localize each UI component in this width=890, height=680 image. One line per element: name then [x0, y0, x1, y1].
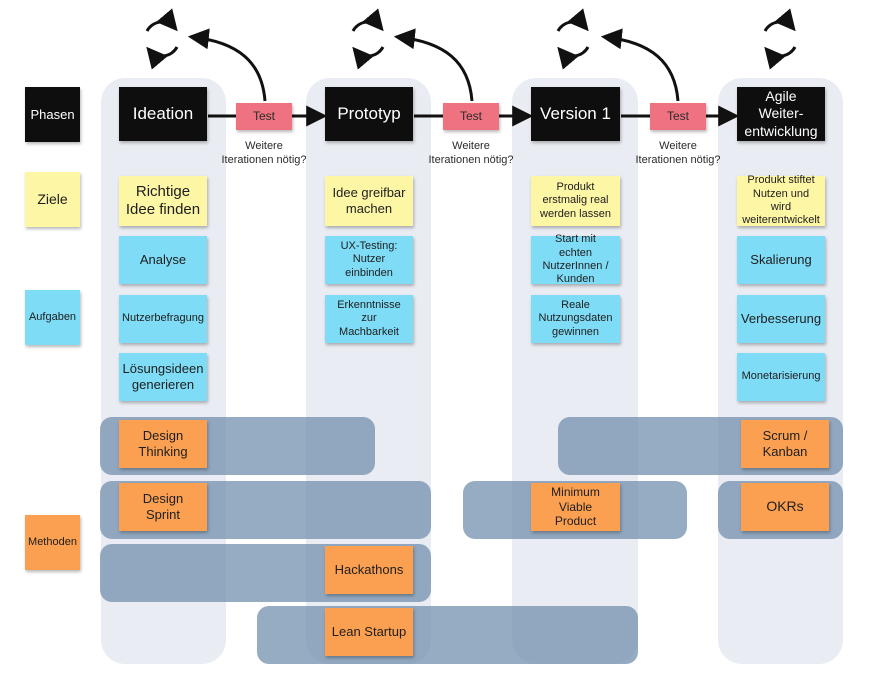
method-hackathons: Hackathons: [325, 546, 413, 594]
method-lean-startup: Lean Startup: [325, 608, 413, 656]
test-marker-3: Test: [650, 103, 706, 130]
task-start-nutzer: Start mit echten NutzerInnen / Kunden: [531, 233, 620, 285]
cycle-icon: [147, 22, 177, 56]
row-label-ziele: Ziele: [25, 172, 80, 227]
task-erkenntnisse: Erkenntnisse zur Machbarkeit: [325, 295, 413, 343]
test-marker-2: Test: [443, 103, 499, 130]
goal-agile: Produkt stiftet Nutzen und wird weiteren…: [737, 174, 825, 226]
task-skalierung: Skalierung: [737, 236, 825, 284]
row-label-aufgaben: Aufgaben: [25, 290, 80, 345]
method-design-sprint: Design Sprint: [119, 483, 207, 531]
task-loesungsideen: Lösungsideen generieren: [119, 353, 207, 401]
test-marker-1: Test: [236, 103, 292, 130]
phase-agile: Agile Weiter-entwicklung: [737, 87, 825, 141]
curved-arrow-icon: [187, 28, 267, 102]
iteration-question-1: Weitere Iterationen nötig?: [221, 140, 307, 167]
phase-version-1: Version 1: [531, 87, 620, 141]
task-monetarisierung: Monetarisierung: [737, 353, 825, 401]
method-scrum-kanban: Scrum / Kanban: [741, 420, 829, 468]
task-nutzungsdaten: Reale Nutzungsdaten gewinnen: [531, 295, 620, 343]
cycle-icon: [353, 22, 383, 56]
iteration-question-3: Weitere Iterationen nötig?: [635, 140, 721, 167]
phase-prototyp: Prototyp: [325, 87, 413, 141]
method-design-thinking: Design Thinking: [119, 420, 207, 468]
curved-arrow-icon: [600, 28, 680, 102]
method-mvp: Minimum Viable Product: [531, 483, 620, 531]
task-ux-testing: UX-Testing: Nutzer einbinden: [325, 236, 413, 284]
cycle-icon: [765, 22, 795, 56]
method-okrs: OKRs: [741, 483, 829, 531]
curved-arrow-icon: [393, 28, 474, 102]
phase-ideation: Ideation: [119, 87, 207, 141]
goal-prototyp: Idee greifbar machen: [325, 176, 413, 226]
task-analyse: Analyse: [119, 236, 207, 284]
column-version-1: [512, 78, 638, 664]
task-verbesserung: Verbesserung: [737, 295, 825, 343]
band-lean-startup: [257, 606, 638, 664]
cycle-icon: [558, 22, 588, 56]
row-label-phasen: Phasen: [25, 87, 80, 142]
task-nutzerbefragung: Nutzerbefragung: [119, 295, 207, 343]
goal-version-1: Produkt erstmalig real werden lassen: [531, 176, 620, 226]
goal-ideation: Richtige Idee finden: [119, 176, 207, 226]
row-label-methoden: Methoden: [25, 515, 80, 570]
iteration-question-2: Weitere Iterationen nötig?: [428, 140, 514, 167]
